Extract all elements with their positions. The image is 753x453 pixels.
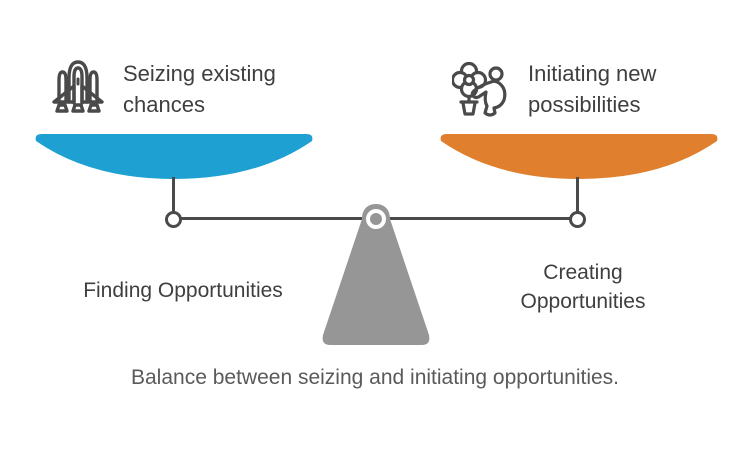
right-pan-label: Creating Opportunities: [520, 261, 646, 313]
fulcrum: [322, 204, 430, 345]
left-scale-pan: [35, 134, 313, 179]
left-pan-shape: [35, 134, 313, 179]
fulcrum-shape: [322, 204, 430, 345]
left-pan-label: Finding Opportunities: [83, 279, 283, 302]
fulcrum-pivot-ring-icon: [366, 209, 386, 229]
right-scale-pan: [440, 134, 718, 179]
left-heading: Seizing existing chances: [123, 61, 276, 117]
right-beam-pivot-circle: [569, 211, 586, 228]
left-pan-stem: [172, 177, 175, 213]
right-heading: Initiating new possibilities: [528, 61, 657, 117]
right-pan-shape: [440, 134, 718, 179]
diagram-caption: Balance between seizing and initiating o…: [131, 366, 619, 389]
rocket-icon: [52, 60, 104, 113]
person-with-flower-icon: [452, 61, 507, 117]
right-pan-stem: [576, 177, 579, 213]
left-beam-pivot-circle: [165, 211, 182, 228]
